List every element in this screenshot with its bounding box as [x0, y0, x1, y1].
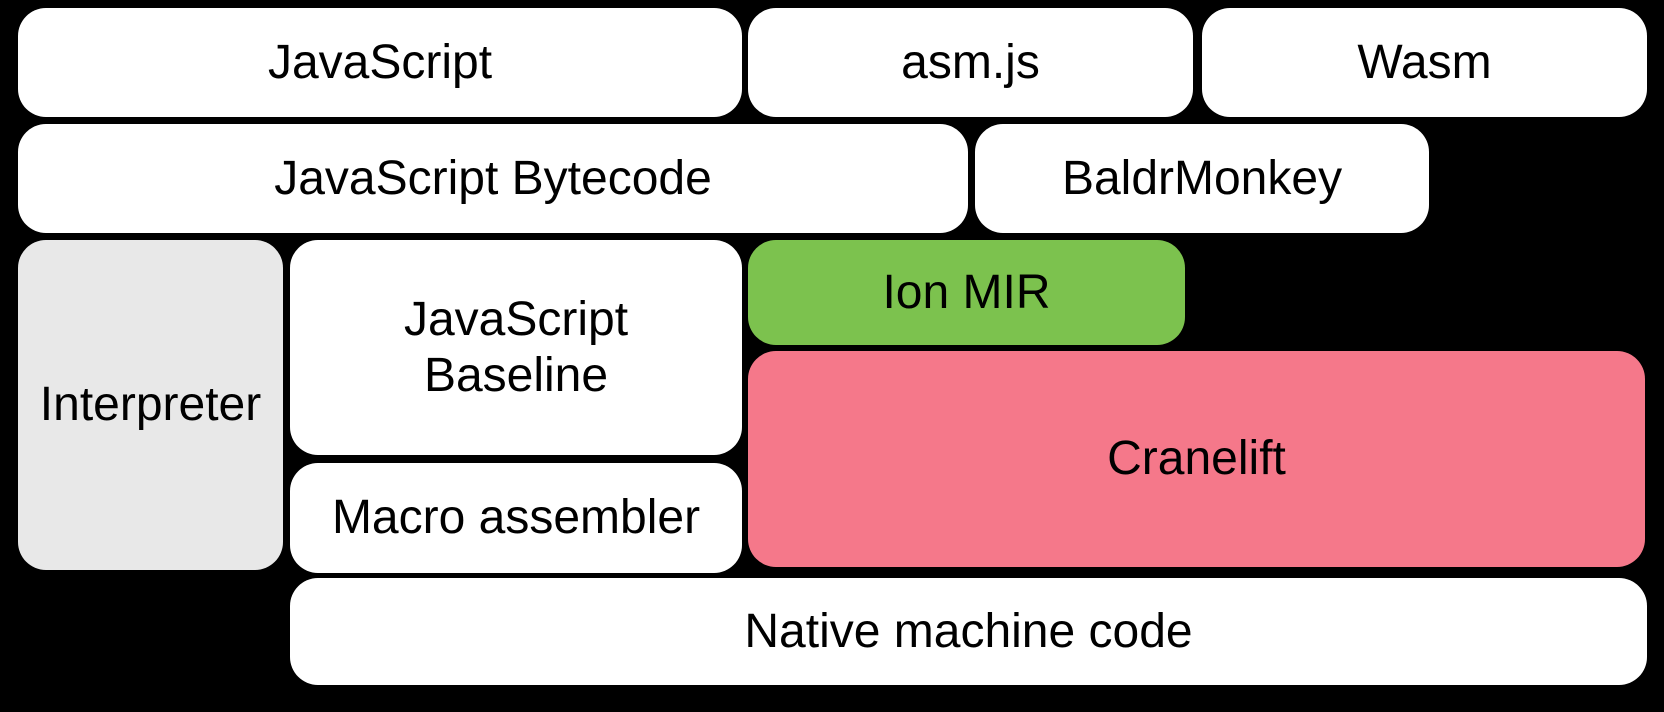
baseline-label-line-1: JavaScript	[403, 293, 629, 347]
baseline-label-line-2: Baseline	[423, 348, 609, 402]
block-javascript-bytecode: JavaScript Bytecode	[18, 124, 968, 233]
block-macro-assembler: Macro assembler	[290, 463, 742, 573]
block-javascript: JavaScript	[18, 8, 742, 117]
block-javascript-baseline: JavaScript Baseline	[290, 240, 742, 455]
block-interpreter: Interpreter	[18, 240, 283, 570]
block-javascript-baseline-label: JavaScript Baseline	[404, 292, 628, 402]
block-baldrmonkey: BaldrMonkey	[975, 124, 1429, 233]
block-cranelift: Cranelift	[748, 351, 1645, 567]
block-wasm: Wasm	[1202, 8, 1647, 117]
block-ion-mir: Ion MIR	[748, 240, 1185, 345]
block-asmjs: asm.js	[748, 8, 1193, 117]
block-native-machine-code: Native machine code	[290, 578, 1647, 685]
